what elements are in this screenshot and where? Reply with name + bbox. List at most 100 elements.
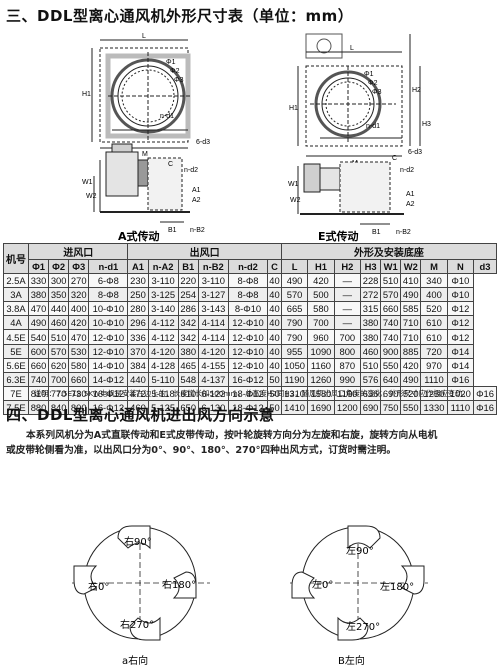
header-outlet: 出风口 — [127, 243, 282, 260]
table-cell: 5-110 — [147, 371, 179, 387]
column-header: Φ2 — [48, 258, 70, 275]
table-cell: — — [333, 273, 362, 289]
table-cell: 970 — [420, 357, 448, 373]
label-a2-a: A2 — [192, 197, 201, 204]
table-cell: 490 — [27, 315, 50, 331]
table-cell: 440 — [127, 371, 149, 387]
table-cell: 700 — [333, 329, 362, 345]
table-cell: 740 — [380, 315, 402, 331]
table-cell: 1020 — [446, 385, 475, 401]
table-cell: 220 — [177, 273, 199, 289]
table-cell: 6-130 — [197, 399, 229, 416]
table-cell: 12-Φ10 — [88, 343, 129, 359]
table-cell: 336 — [127, 329, 149, 345]
table-cell: 4-128 — [147, 357, 179, 373]
caption-a-drive: A式传动 — [118, 229, 160, 242]
table-cell: 750 — [380, 399, 402, 416]
table-cell: 790 — [280, 329, 309, 345]
table-cell: 3-110 — [147, 273, 179, 289]
label-b1-a: B1 — [168, 227, 177, 234]
table-cell: 6-122 — [197, 385, 229, 401]
label-phi1-a: Φ1 — [166, 59, 176, 66]
table-cell: 4-120 — [147, 343, 179, 359]
column-header: Φ1 — [27, 258, 50, 275]
table-cell: 440 — [48, 301, 70, 317]
table-cell: 380 — [177, 343, 199, 359]
table-cell: 6-Φ8 — [88, 273, 129, 289]
table-cell: 580 — [307, 301, 335, 317]
table-cell: 700 — [307, 315, 335, 331]
table-cell: 12-Φ10 — [227, 315, 269, 331]
dir-left-0: 左0° — [312, 578, 333, 591]
section-title-dimensions: 三、DDL型离心通风机外形尺寸表（单位：mm） — [6, 7, 354, 25]
table-cell: 610 — [177, 385, 199, 401]
table-cell: 610 — [420, 329, 448, 345]
table-cell: 16-Φ12 — [88, 399, 129, 416]
table-cell: 585 — [400, 301, 422, 317]
table-cell: 10-Φ10 — [88, 301, 129, 317]
model-cell: 2.5A — [3, 273, 29, 289]
table-cell: 1200 — [333, 399, 362, 416]
column-header: N — [446, 258, 475, 275]
table-cell: 960 — [307, 329, 335, 345]
model-cell: 7E — [3, 385, 29, 401]
label-h3-e: H3 — [422, 121, 431, 128]
header-model: 机号 — [3, 242, 29, 275]
table-cell: 40 — [267, 287, 282, 303]
table-cell: 610 — [420, 315, 448, 331]
table-cell: 8-Φ10 — [227, 301, 269, 317]
table-cell: 700 — [48, 371, 70, 387]
table-cell: 770 — [48, 385, 70, 401]
table-cell: 280 — [127, 301, 149, 317]
description-paragraph: 本系列风机分为A式直联传动和E式皮带传动，按叶轮旋转方向分为左旋和右旋，旋转方向… — [6, 428, 496, 458]
column-header: n-d1 — [88, 258, 129, 275]
table-cell: 8-Φ8 — [227, 287, 269, 303]
table-cell: 570 — [280, 287, 309, 303]
header-inlet: 进风口 — [27, 243, 129, 260]
table-cell: 12-Φ10 — [227, 343, 269, 359]
label-nd2-e: n-d2 — [400, 167, 414, 174]
table-cell: Φ12 — [446, 329, 475, 345]
table-cell: — — [333, 287, 362, 303]
table-cell: Φ16 — [473, 399, 497, 416]
label-w2-a: W2 — [86, 193, 97, 200]
table-cell: 272 — [360, 287, 382, 303]
column-header: d3 — [473, 258, 497, 275]
table-cell: 570 — [380, 287, 402, 303]
table-cell: 3-110 — [197, 273, 229, 289]
model-cell: 7.5E — [3, 399, 29, 416]
table-cell: 600 — [27, 343, 50, 359]
table-cell: 12-Φ10 — [227, 329, 269, 345]
description-line-2: 或皮带轮侧看为准，以出风口分为0°、90°、180°、270°四种出风方式，订货… — [6, 445, 397, 456]
label-c-a: C — [168, 161, 173, 168]
table-cell: 4-112 — [147, 329, 179, 345]
table-cell: Φ14 — [446, 343, 475, 359]
label-c-e: C — [392, 155, 397, 162]
table-cell: Φ10 — [446, 287, 475, 303]
table-cell: 4-114 — [197, 329, 229, 345]
table-cell: 342 — [177, 315, 199, 331]
label-a1-e: A1 — [406, 191, 415, 198]
table-cell: Φ10 — [446, 273, 475, 289]
label-h1-e: H1 — [289, 105, 298, 112]
table-cell: 380 — [27, 287, 50, 303]
table-cell: 1110 — [420, 371, 448, 387]
table-cell: 720 — [420, 343, 448, 359]
table-cell: 470 — [68, 329, 90, 345]
description-line-1: 本系列风机分为A式直联传动和E式皮带传动，按叶轮旋转方向分为左旋和右旋，旋转方向… — [26, 430, 438, 441]
table-cell: 270 — [68, 273, 90, 289]
label-phi2-e: Φ2 — [368, 80, 378, 87]
table-cell: 50 — [267, 385, 282, 401]
label-nb2-e: n-B2 — [396, 229, 411, 236]
caption-right: a右向 — [122, 654, 148, 667]
model-cell: 3.8A — [3, 301, 29, 317]
table-cell: 340 — [420, 273, 448, 289]
dir-left-90: 左90° — [346, 544, 374, 557]
dir-right-90: 右90° — [124, 535, 152, 548]
a-side-view — [93, 143, 190, 223]
table-cell: 490 — [280, 273, 309, 289]
